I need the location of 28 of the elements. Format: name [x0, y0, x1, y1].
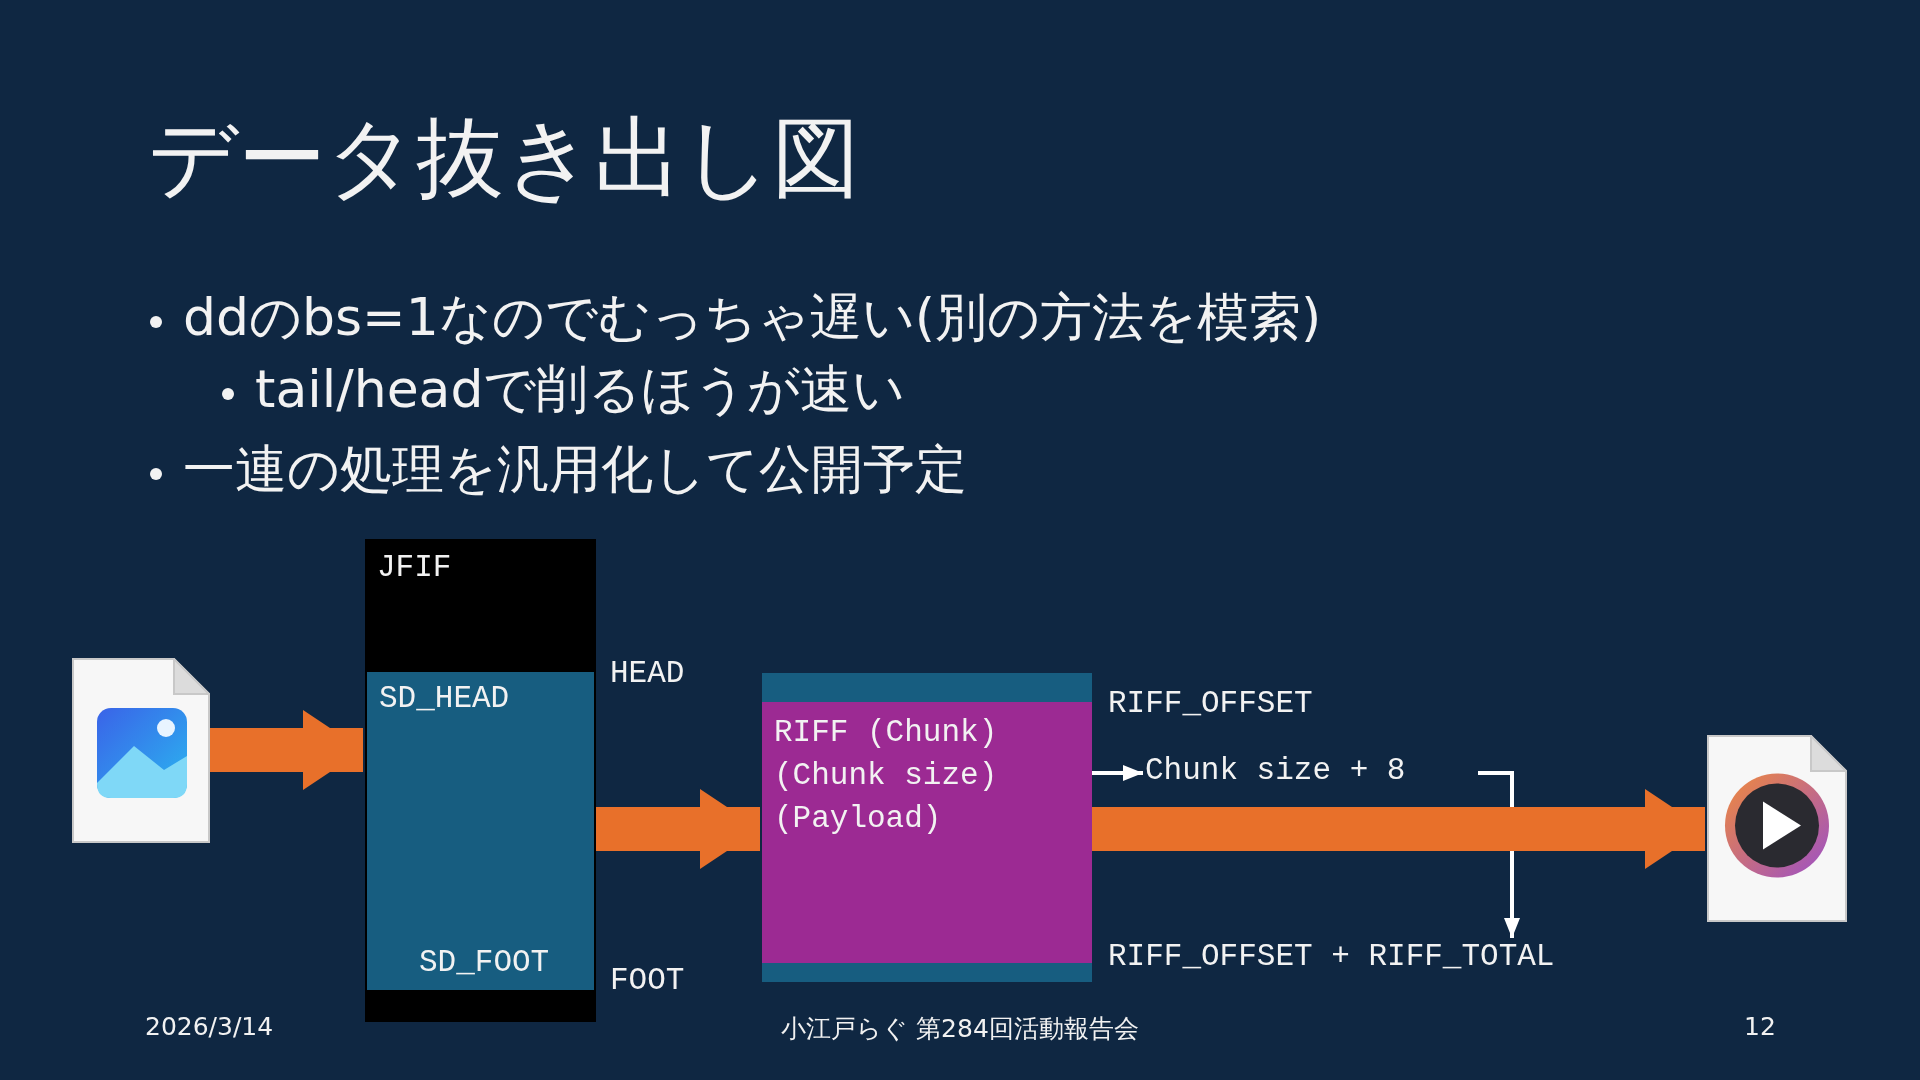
node-text: SD_HEAD — [379, 680, 510, 718]
memory-block — [367, 672, 594, 990]
arrow — [210, 710, 363, 790]
arrow — [596, 789, 760, 869]
bullet-text: 一連の処理を汎用化して公開予定 — [183, 438, 967, 501]
arrow — [1092, 789, 1705, 869]
memory-block — [365, 539, 596, 1022]
memory-block — [762, 673, 1092, 982]
image-file-icon — [72, 658, 210, 843]
node-text: (Chunk size) — [774, 757, 998, 795]
node-text: SD_FOOT — [419, 944, 550, 982]
bullet-text: ddのbs=1なのでむっちゃ遅い(別の方法を模索) — [183, 286, 1322, 349]
node-text: JFIF — [377, 549, 452, 587]
node-text: (Payload) — [774, 800, 942, 838]
diagram-label: FOOT — [610, 962, 685, 1000]
bullet-text: tail/headで削るほうが速い — [255, 358, 906, 421]
media-file-icon — [1707, 735, 1847, 922]
footer-text: 小江戸らぐ 第284回活動報告会 — [781, 1013, 1139, 1045]
arrow — [1092, 765, 1143, 781]
diagram-label: HEAD — [610, 655, 685, 693]
node-text: RIFF_OFFSET + RIFF_TOTAL — [1108, 938, 1555, 976]
footer-text: 12 — [1744, 1012, 1776, 1041]
diagram-label: RIFF_OFFSET — [1108, 685, 1313, 723]
footer-text: 2026/3/14 — [145, 1012, 274, 1041]
slide-title: データ抜き出し図 — [148, 105, 860, 211]
node-text: Chunk size + 8 — [1145, 752, 1406, 790]
node-text: RIFF (Chunk) — [774, 714, 998, 752]
memory-block — [762, 702, 1092, 963]
